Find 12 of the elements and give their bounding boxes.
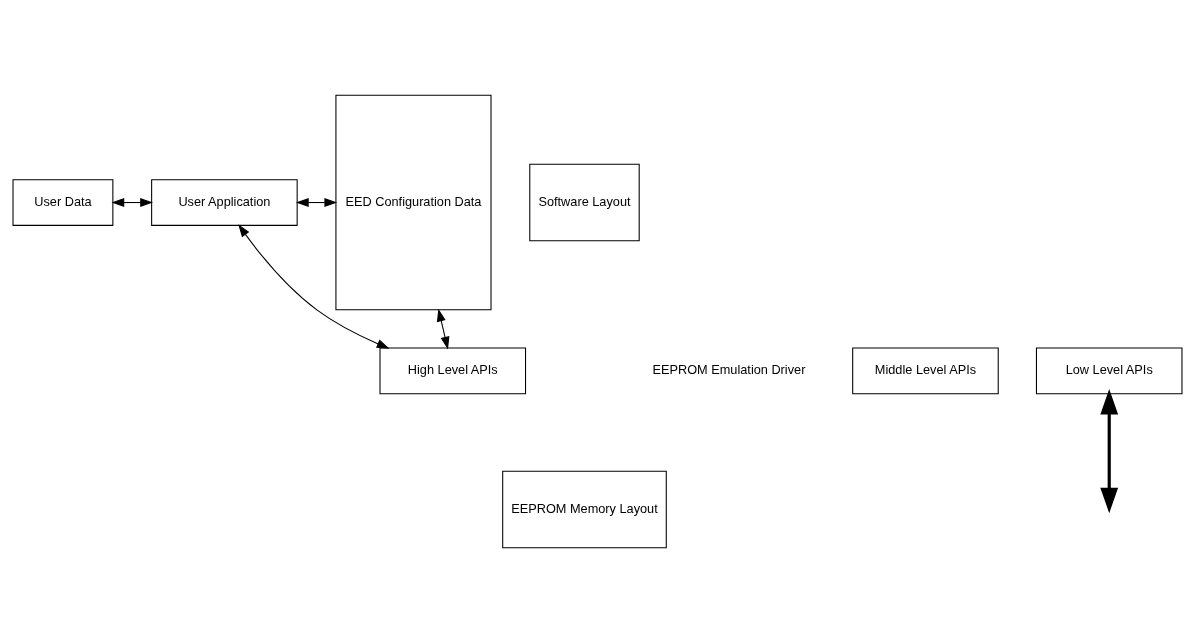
arrow [436, 308, 450, 350]
node-box: High Level APIs [379, 347, 527, 395]
node-box: EED Configuration Data [335, 94, 492, 311]
node-box: User Data [12, 179, 114, 226]
arrow [1100, 389, 1119, 514]
node-box: Low Level APIs [1035, 347, 1183, 395]
arrow [238, 224, 390, 349]
node-box: User Application [151, 179, 298, 226]
label: EEPROM Emulation Driver [652, 362, 806, 378]
node-box: Software Layout [529, 163, 640, 242]
node-box: EEPROM Memory Layout [502, 470, 667, 549]
node-box: Middle Level APIs [852, 347, 999, 395]
